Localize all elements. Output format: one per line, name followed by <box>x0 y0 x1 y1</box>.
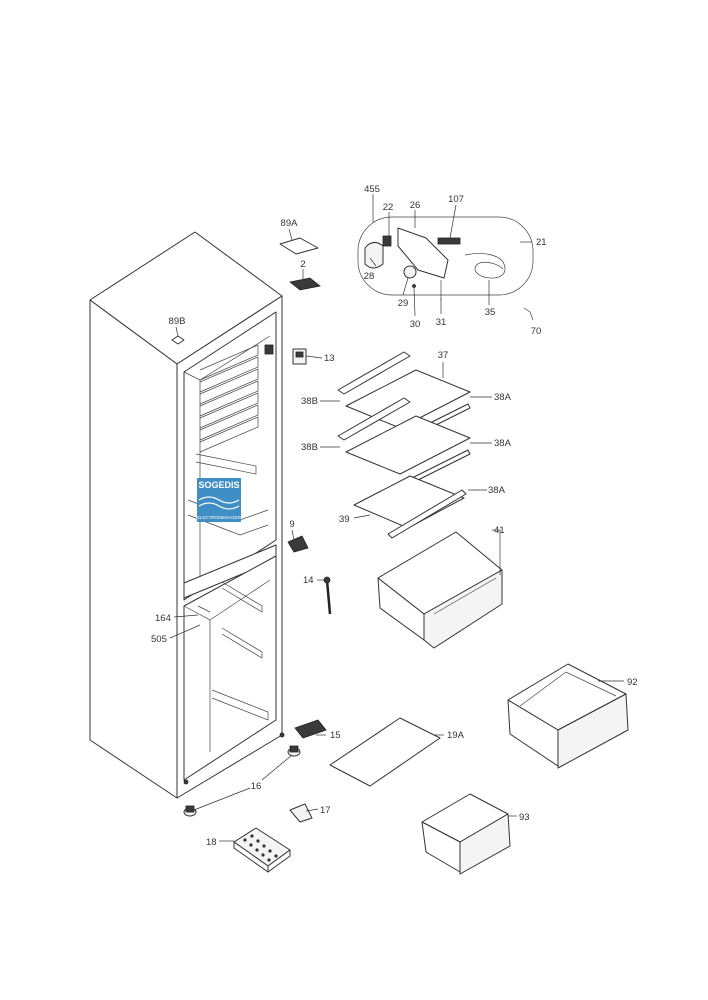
callout-16: 16 <box>251 781 262 792</box>
part-41-crisper-drawer <box>377 531 503 649</box>
part-2-hinge <box>289 277 321 291</box>
callout-38B-2: 38B <box>301 442 318 453</box>
callout-38B-1: 38B <box>301 396 318 407</box>
callout-38A-2: 38A <box>494 438 512 449</box>
cabinet-shelf-ribs <box>195 344 259 475</box>
part-18-ice-tray <box>233 827 291 873</box>
callout-41: 41 <box>494 525 505 536</box>
part-35-cable <box>464 253 506 279</box>
part-28-lamp-cover <box>364 242 384 269</box>
callout-93: 93 <box>519 812 530 823</box>
callout-18: 18 <box>206 837 217 848</box>
part-26-housing <box>397 227 449 279</box>
logo-text: SOGEDIS <box>198 480 239 490</box>
callout-14: 14 <box>303 575 314 586</box>
callout-17: 17 <box>320 805 331 816</box>
part-89B-cap <box>171 335 185 345</box>
callout-26: 26 <box>410 200 421 211</box>
callout-22: 22 <box>383 202 394 213</box>
callout-89A: 89A <box>281 218 299 229</box>
callout-30: 30 <box>410 319 421 330</box>
part-92-freezer-drawer <box>507 663 629 769</box>
callout-2: 2 <box>300 259 305 270</box>
part-14-sensor <box>323 576 332 615</box>
callout-38A-1: 38A <box>494 392 512 403</box>
callout-455: 455 <box>364 184 380 195</box>
callout-9: 9 <box>289 519 294 530</box>
part-19A-glass-cover <box>329 717 441 787</box>
part-89A-hinge-cover <box>279 237 319 255</box>
part-21-thermostat-group <box>357 216 534 321</box>
part-39-glass-shelf-3 <box>353 475 467 539</box>
callout-38A-3: 38A <box>488 485 506 496</box>
part-93-freezer-basket <box>421 793 511 875</box>
callout-31: 31 <box>436 317 447 328</box>
callout-29: 29 <box>398 298 409 309</box>
part-107-connector <box>437 237 461 245</box>
callout-505: 505 <box>151 634 167 645</box>
callout-92: 92 <box>627 677 638 688</box>
part-16-feet <box>183 745 301 817</box>
callout-21: 21 <box>536 237 547 248</box>
part-22-lamp <box>382 235 392 247</box>
callout-13: 13 <box>324 353 335 364</box>
cabinet <box>89 231 285 799</box>
part-164-505-rails <box>197 605 211 613</box>
callout-labels: 455 22 26 107 21 28 29 30 31 35 70 89A 2… <box>151 184 638 848</box>
callout-107: 107 <box>448 194 464 205</box>
callout-37: 37 <box>438 350 449 361</box>
callout-15: 15 <box>330 730 341 741</box>
callout-39: 39 <box>339 514 350 525</box>
callout-89B: 89B <box>169 316 186 327</box>
part-9-bracket <box>287 535 309 553</box>
part-13-switch <box>292 348 307 365</box>
callout-28: 28 <box>364 271 375 282</box>
callout-35: 35 <box>485 307 496 318</box>
leader-lines <box>169 194 624 842</box>
callout-70: 70 <box>531 326 542 337</box>
callout-19A: 19A <box>447 730 465 741</box>
part-15-hinge-bottom <box>294 719 327 739</box>
logo-subtext: ELECTROMENAGER <box>197 515 242 520</box>
callout-164: 164 <box>155 613 171 624</box>
sogedis-logo: SOGEDIS ELECTROMENAGER <box>197 478 242 522</box>
part-17-scraper <box>289 803 313 823</box>
part-29-knob <box>403 265 417 279</box>
